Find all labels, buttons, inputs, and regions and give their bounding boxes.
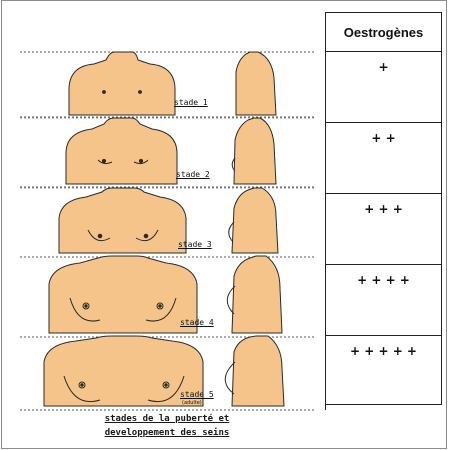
stage-2-side [232, 118, 276, 184]
stage-3-front [59, 188, 186, 253]
stage-4-front [49, 256, 197, 333]
caption-line-2: developpement des seins [92, 426, 242, 440]
divider-line [325, 12, 326, 410]
stage-1-side [236, 52, 276, 115]
table-header: Oestrogènes [326, 13, 442, 52]
table-row-stage-5: + + + + + [326, 336, 442, 405]
table-row-stage-1: + [326, 52, 442, 123]
stage-2-label: stade 2 [176, 170, 210, 179]
stage-1-front [69, 52, 175, 115]
caption: stades de la puberté et developpement de… [92, 412, 242, 440]
stage-3-label: stade 3 [178, 240, 212, 249]
stage-4-side [227, 256, 282, 333]
puberty-illustrations: stade 1 stade 2 stade 3 stade 4 stade 5 … [14, 0, 322, 449]
illustration-svg [14, 0, 322, 449]
stage-5-sublabel: (adulte) [182, 400, 202, 406]
stage-2-front [66, 118, 177, 184]
table-row-stage-4: + + + + [326, 265, 442, 336]
table-row-stage-2: + + [326, 123, 442, 194]
stage-5-label: stade 5 [180, 390, 214, 399]
table-row-stage-3: + + + [326, 194, 442, 265]
oestrogen-table: Oestrogènes + + + + + + + + + + + + + + … [325, 12, 442, 405]
stage-5-side [225, 336, 284, 406]
stage-1-label: stade 1 [174, 98, 208, 107]
stage-4-label: stade 4 [180, 318, 214, 327]
caption-line-1: stades de la puberté et [92, 412, 242, 426]
stage-3-side [229, 188, 278, 253]
